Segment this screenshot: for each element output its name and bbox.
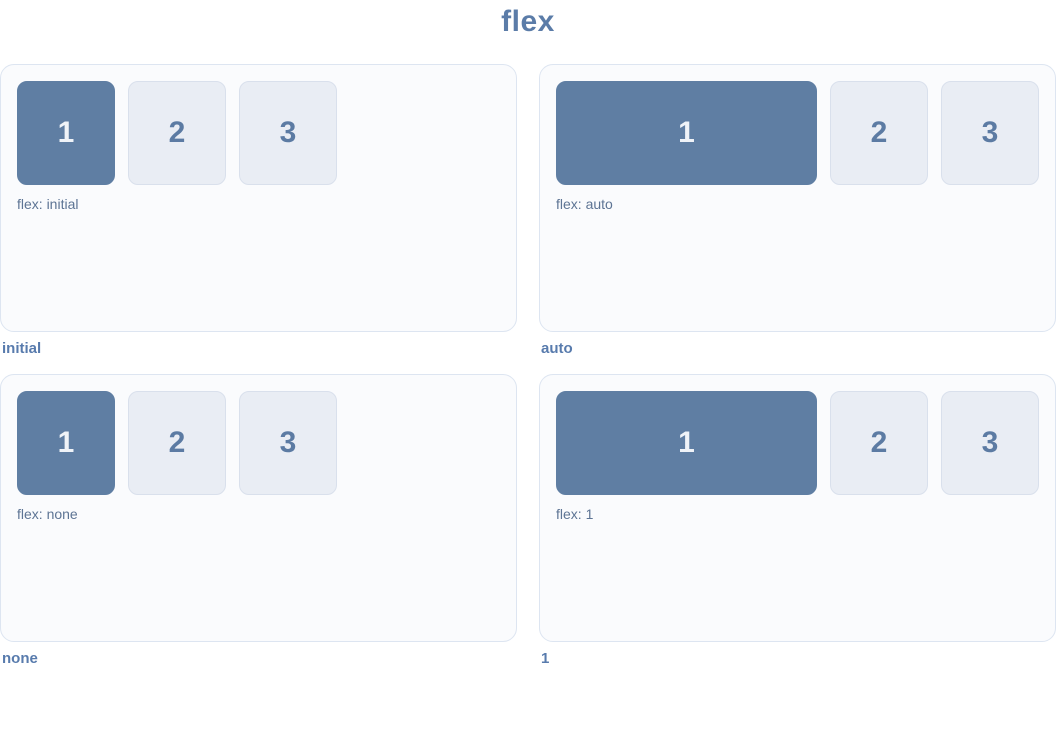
- flex-item-1: 1: [17, 81, 115, 185]
- flex-value-caption: flex: none: [17, 506, 78, 522]
- flex-item-3: 3: [239, 391, 337, 495]
- demo-cell-1: 1 2 3 flex: 1 1: [539, 374, 1056, 667]
- flex-value-caption: flex: 1: [556, 506, 594, 522]
- flex-item-2: 2: [830, 391, 928, 495]
- flex-item-2: 2: [830, 81, 928, 185]
- flex-item-3: 3: [941, 391, 1039, 495]
- demo-cell-initial: 1 2 3 flex: initial initial: [0, 64, 517, 357]
- flex-item-3: 3: [941, 81, 1039, 185]
- flex-demo-card-none: 1 2 3 flex: none: [0, 374, 517, 642]
- demo-cell-auto: 1 2 3 flex: auto auto: [539, 64, 1056, 357]
- page-title: flex: [501, 5, 555, 38]
- flex-demo-card-1: 1 2 3 flex: 1: [539, 374, 1056, 642]
- flex-row: 1 2 3: [17, 391, 500, 495]
- panel-label-none: none: [2, 650, 38, 667]
- flex-item-1: 1: [556, 391, 817, 495]
- flex-value-caption: flex: auto: [556, 196, 613, 212]
- flex-demo-card-initial: 1 2 3 flex: initial: [0, 64, 517, 332]
- flex-item-1: 1: [556, 81, 817, 185]
- panel-label-1: 1: [541, 650, 550, 667]
- flex-row: 1 2 3: [556, 391, 1039, 495]
- flex-item-3: 3: [239, 81, 337, 185]
- demo-cell-none: 1 2 3 flex: none none: [0, 374, 517, 667]
- flex-row: 1 2 3: [17, 81, 500, 185]
- flex-demo-card-auto: 1 2 3 flex: auto: [539, 64, 1056, 332]
- flex-row: 1 2 3: [556, 81, 1039, 185]
- demo-grid: 1 2 3 flex: initial initial 1 2 3 flex: …: [0, 64, 1056, 667]
- flex-item-2: 2: [128, 81, 226, 185]
- panel-label-initial: initial: [2, 340, 42, 357]
- flex-value-caption: flex: initial: [17, 196, 79, 212]
- flex-item-1: 1: [17, 391, 115, 495]
- panel-label-auto: auto: [541, 340, 573, 357]
- flex-item-2: 2: [128, 391, 226, 495]
